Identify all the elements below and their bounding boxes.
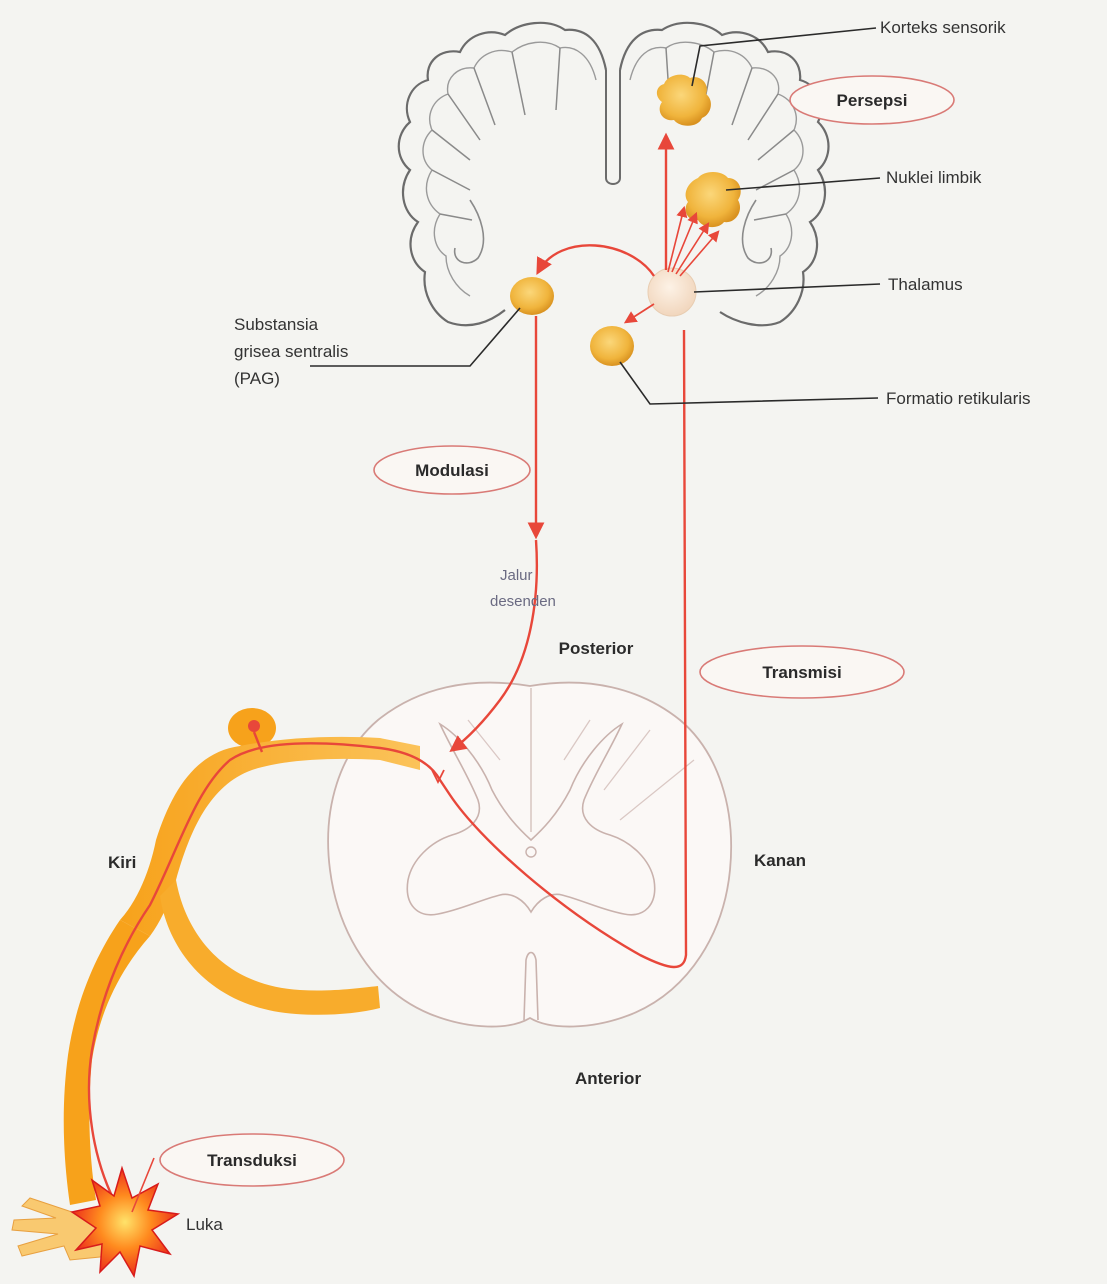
spinal-cord-section (328, 683, 731, 1027)
text-labels: Korteks sensorik Nuklei limbik Thalamus … (108, 18, 1031, 1234)
wound-site (12, 1158, 178, 1276)
spinal-nerve-trunk (64, 920, 150, 1205)
brain-section (399, 23, 829, 325)
thalamus-nucleus (648, 268, 696, 316)
transmisi-label: Transmisi (762, 663, 841, 682)
leader-formatio (620, 362, 878, 404)
longitudinal-fissure (606, 70, 620, 184)
luka-label: Luka (186, 1215, 223, 1234)
nuklei-limbik-label: Nuklei limbik (886, 168, 982, 187)
brain-left-sulci (432, 48, 560, 220)
transduksi-label: Transduksi (207, 1151, 297, 1170)
kanan-label: Kanan (754, 851, 806, 870)
brain-right-ventricle (743, 200, 772, 263)
thalamus-to-pag-arrow (538, 245, 654, 276)
thalamus-to-formatio-arrow (626, 304, 654, 322)
pathways (89, 136, 718, 1208)
leader-limbik (726, 178, 880, 190)
kiri-label: Kiri (108, 853, 136, 872)
posterior-label: Posterior (559, 639, 634, 658)
brain-left-inner (423, 42, 596, 296)
modulasi-label: Modulasi (415, 461, 489, 480)
brain-right-inner (630, 42, 803, 296)
leader-thalamus (694, 284, 880, 292)
thalamus-label: Thalamus (888, 275, 963, 294)
persepsi-label: Persepsi (837, 91, 908, 110)
nuclei (510, 75, 741, 366)
substansia-label-line2: grisea sentralis (234, 342, 348, 361)
substansia-label-line1: Substansia (234, 315, 319, 334)
substansia-label-line3: (PAG) (234, 369, 280, 388)
formatio-retikularis-nucleus (590, 326, 634, 366)
anterior-label: Anterior (575, 1069, 642, 1088)
ganglion-cell-body (248, 720, 260, 732)
jalur-label-line2: desenden (490, 593, 556, 610)
korteks-sensorik-nucleus (657, 75, 711, 126)
spinal-cord-outline (328, 683, 731, 1027)
pag-nucleus (510, 277, 554, 315)
brain-left-ventricle (455, 200, 484, 263)
korteks-sensorik-label: Korteks sensorik (880, 18, 1006, 37)
formatio-label: Formatio retikularis (886, 389, 1031, 408)
jalur-label-line1: Jalur (500, 567, 533, 584)
